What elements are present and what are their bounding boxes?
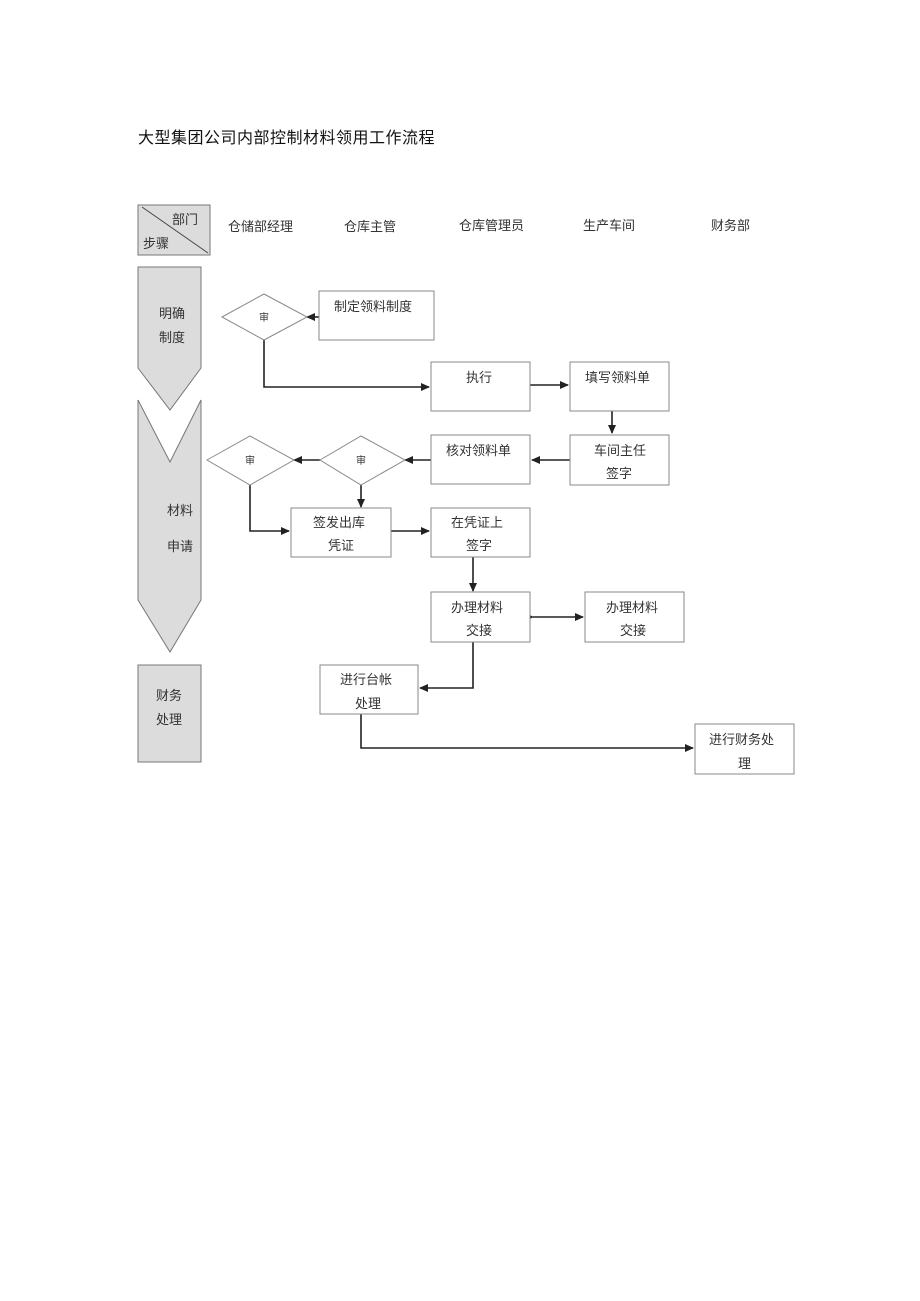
dept-header-warehouse-supervisor: 仓库主管 (344, 219, 396, 235)
node-label: 核对领料单 (446, 444, 511, 459)
dept-header-warehouse-keeper: 仓库管理员 (459, 218, 524, 234)
node-make-rules: 制定领料制度 (318, 290, 435, 341)
node-label: 执行 (466, 371, 492, 386)
node-label: 在凭证上 (451, 516, 503, 531)
phase-finance-process: 财务 处理 (137, 664, 202, 763)
node-handover-warehouse: 办理材料 交接 (430, 591, 531, 643)
node-label: 签字 (606, 466, 632, 482)
connector (249, 485, 290, 535)
connector (419, 642, 474, 692)
node-label: 签字 (466, 538, 492, 554)
connector (360, 714, 694, 752)
phase-label: 申请 (167, 540, 193, 555)
node-label: 办理材料 (606, 601, 658, 616)
node-finance: 进行财务处 理 (694, 723, 795, 775)
node-handover-workshop: 办理材料 交接 (584, 591, 685, 643)
node-check-form: 核对领料单 (430, 434, 531, 485)
phase-label: 材料 (167, 504, 193, 519)
phase-label: 明确 (159, 307, 185, 322)
review-label: 审 (245, 454, 255, 467)
connector (263, 340, 430, 391)
phase-label: 制度 (159, 330, 185, 346)
node-execute: 执行 (430, 361, 531, 412)
header-corner: 部门 步骤 (137, 204, 211, 256)
node-fill-form: 填写领料单 (569, 361, 670, 412)
node-label: 理 (738, 757, 751, 772)
phase-label: 处理 (156, 713, 182, 728)
node-label: 制定领料制度 (334, 299, 412, 315)
phase-label: 财务 (156, 688, 182, 704)
review-diamond-2: 审 (319, 435, 407, 486)
node-ledger: 进行台帐 处理 (319, 664, 419, 715)
review-label: 审 (259, 311, 269, 324)
node-label: 进行财务处 (709, 732, 774, 748)
review-diamond-1: 审 (220, 293, 309, 341)
review-label: 审 (356, 454, 366, 467)
node-label: 车间主任 (594, 443, 646, 459)
page-title: 大型集团公司内部控制材料领用工作流程 (138, 128, 436, 147)
node-workshop-sign: 车间主任 签字 (569, 434, 670, 486)
corner-step-label: 步骤 (143, 237, 169, 252)
review-diamond-3: 审 (205, 435, 296, 486)
connectors (249, 313, 694, 752)
node-label: 处理 (355, 697, 381, 712)
corner-dept-label: 部门 (172, 213, 198, 228)
node-sign-voucher: 在凭证上 签字 (430, 507, 531, 558)
node-label: 交接 (620, 623, 646, 639)
node-label: 凭证 (328, 539, 354, 554)
node-label: 办理材料 (451, 601, 503, 616)
dept-header-warehouse-manager: 仓储部经理 (228, 220, 293, 235)
dept-header-finance: 财务部 (711, 218, 750, 234)
node-label: 交接 (466, 623, 492, 639)
dept-header-production-workshop: 生产车间 (583, 218, 635, 234)
node-label: 签发出库 (313, 515, 365, 531)
node-issue-voucher: 签发出库 凭证 (290, 507, 392, 558)
node-label: 填写领料单 (585, 371, 650, 386)
phase-define-rules: 明确 制度 (137, 266, 202, 411)
phase-material-request: 材料 申请 (137, 399, 202, 653)
node-label: 进行台帐 (340, 673, 392, 688)
